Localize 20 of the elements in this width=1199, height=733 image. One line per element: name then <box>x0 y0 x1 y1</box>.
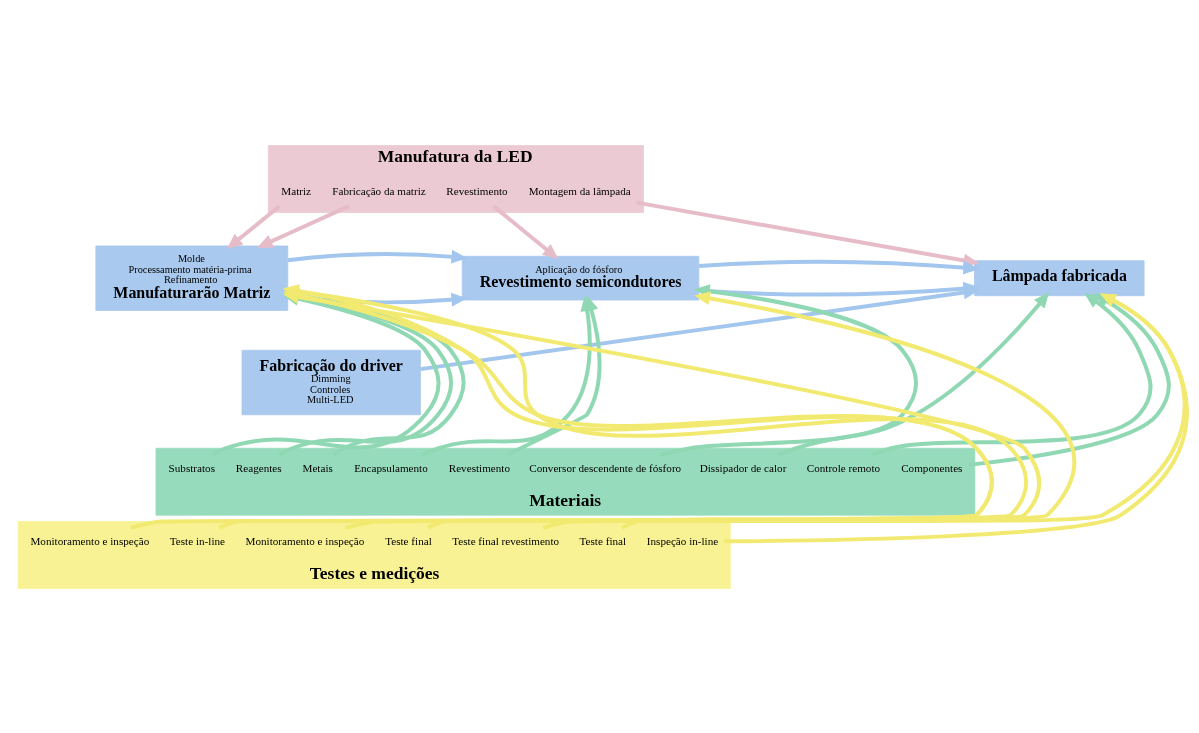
node-text: Revestimento <box>448 461 511 474</box>
node-text: Substratos <box>168 461 216 474</box>
node-text: Inspeção in-line <box>646 534 719 547</box>
node-text: Monitoramento e inspeção <box>245 534 365 547</box>
node-text: Teste final revestimento <box>452 534 560 547</box>
node-text: Metais <box>302 461 333 474</box>
node-text: Conversor descendente de fósforo <box>529 461 682 474</box>
node-text: Teste final <box>385 534 432 547</box>
node-text: Dissipador de calor <box>699 461 787 474</box>
node-text: Matriz <box>281 184 312 197</box>
node-text: Teste final <box>579 534 627 547</box>
node-text: Controle remoto <box>806 461 881 474</box>
node-text: Reagentes <box>235 461 282 474</box>
node-text: Encapsulamento <box>354 461 428 474</box>
node-text: Monitoramento e inspeção <box>30 534 150 547</box>
node-text: Revestimento <box>446 184 508 197</box>
node-text: Teste in-line <box>169 534 226 547</box>
node-text: Fabricação da matriz <box>332 184 426 197</box>
node-text: Componentes <box>901 461 963 474</box>
node-text: Montagem da lâmpada <box>528 184 631 197</box>
